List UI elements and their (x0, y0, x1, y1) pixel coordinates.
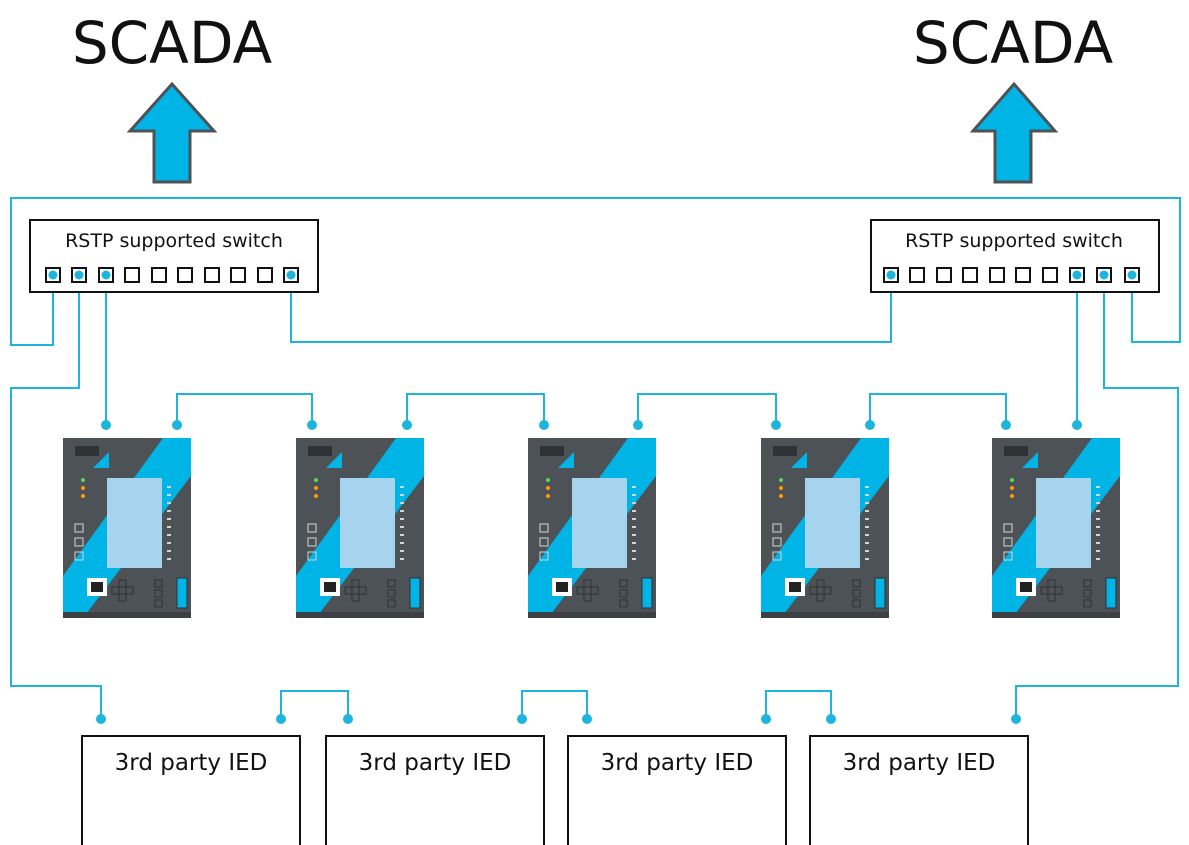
rstp-switch-left: RSTP supported switch (29, 219, 319, 293)
switch-ports (883, 267, 1140, 283)
scada-label-right: SCADA (913, 9, 1114, 77)
protection-relay-1-icon (62, 437, 192, 619)
network-cables (10, 197, 1181, 719)
protection-relay-2-icon (295, 437, 425, 619)
ied-label: 3rd party IED (115, 750, 268, 776)
ied-label: 3rd party IED (359, 750, 512, 776)
switch-label-right: RSTP supported switch (905, 230, 1123, 252)
third-party-ied-3: 3rd party IED (567, 735, 787, 845)
third-party-ied-2: 3rd party IED (325, 735, 545, 845)
ied-label: 3rd party IED (843, 750, 996, 776)
upward-arrow-icon (126, 81, 218, 184)
protection-relay-5-icon (991, 437, 1121, 619)
third-party-ied-1: 3rd party IED (81, 735, 301, 845)
protection-relay-3-icon (527, 437, 657, 619)
upward-arrow-icon (969, 81, 1059, 184)
rstp-switch-right: RSTP supported switch (870, 219, 1160, 293)
ied-label: 3rd party IED (601, 750, 754, 776)
third-party-ied-4: 3rd party IED (809, 735, 1029, 845)
switch-label-left: RSTP supported switch (65, 230, 283, 252)
switch-ports (45, 267, 299, 283)
protection-relay-4-icon (760, 437, 890, 619)
scada-label-left: SCADA (72, 9, 273, 77)
